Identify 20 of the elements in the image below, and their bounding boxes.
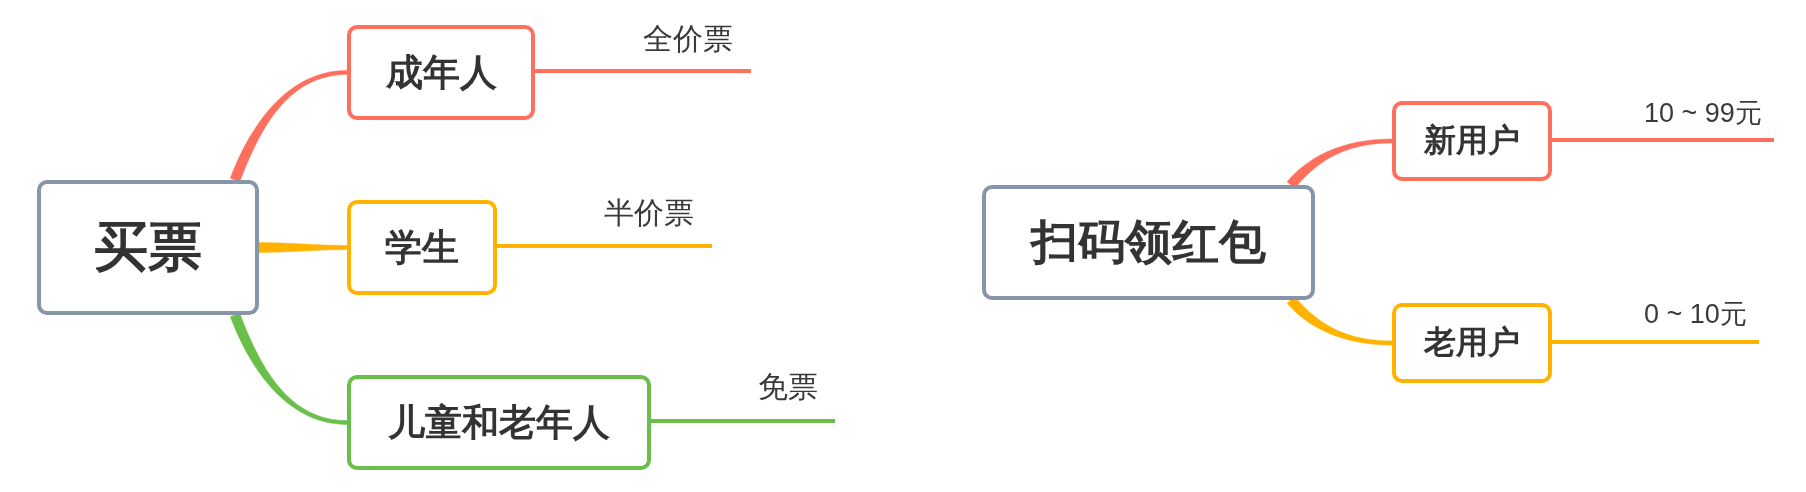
underlined-topic: 0 ~ 10元 [1628,294,1759,344]
topic-box: 成年人 [347,25,535,120]
topic-box: 学生 [347,200,497,295]
topic-box: 儿童和老年人 [347,375,651,470]
underlined-topic: 10 ~ 99元 [1628,92,1774,142]
connector-line [1552,340,1628,344]
connector-line [651,419,740,423]
branch-curve [230,313,348,425]
topic-box: 新用户 [1392,101,1552,181]
underlined-topic: 全价票 [625,16,751,73]
connector-line [535,69,625,73]
connector-line [1552,138,1628,142]
central-topic-box: 扫码领红包 [982,185,1315,300]
topic-box: 老用户 [1392,303,1552,383]
connector-line [497,244,585,248]
central-topic-box: 买票 [37,180,259,315]
branch-curve [258,242,348,253]
underlined-topic: 半价票 [585,190,712,248]
branch-curve [230,70,348,182]
underlined-topic: 免票 [740,364,835,423]
